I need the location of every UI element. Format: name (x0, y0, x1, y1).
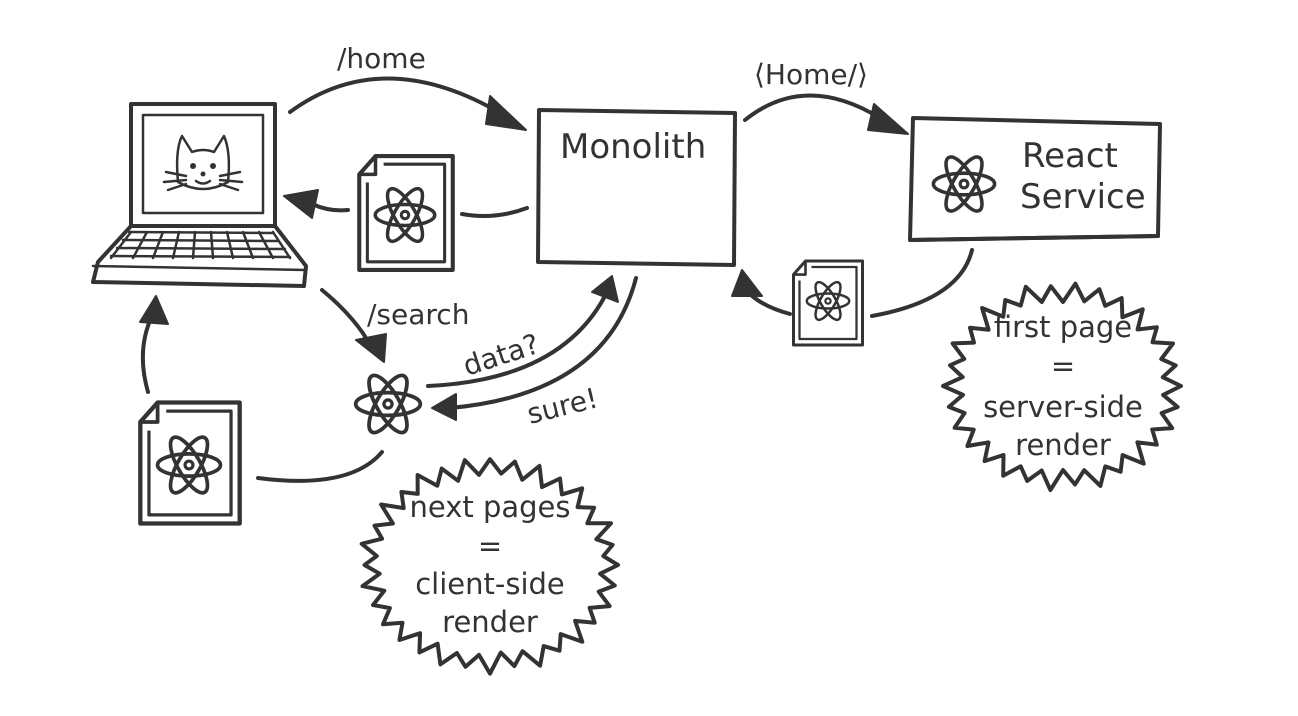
monolith-label: Monolith (560, 127, 706, 167)
home-component-arrow: ⟨Home/⟩ (743, 58, 909, 135)
search-request-arrow: /search (320, 288, 469, 363)
data-request-arrow: data? (426, 275, 619, 388)
client-page-document-icon (140, 403, 239, 524)
react-client-atom-icon (353, 368, 423, 440)
client-side-line2: = (478, 529, 502, 563)
cat-icon (162, 134, 244, 192)
server-side-line3: server-side (983, 390, 1143, 424)
home-request-label: /home (337, 42, 426, 75)
server-side-render-callout: first page = server-side render (941, 281, 1183, 493)
rendered-page-document-icon (359, 156, 453, 270)
server-side-line4: render (1015, 428, 1111, 462)
react-atom-icon (931, 150, 997, 218)
client-side-render-callout: next pages = client-side render (359, 457, 620, 676)
laptop-with-cat-icon (91, 102, 308, 288)
server-side-line1: first page (994, 310, 1132, 344)
ssr-response-arrow (731, 248, 974, 347)
react-service-line2: Service (1020, 177, 1146, 217)
client-side-line4: render (442, 605, 538, 639)
client-render-arrow (140, 295, 384, 524)
react-service-node: React Service (908, 116, 1162, 242)
react-service-line1: React (1022, 136, 1118, 176)
search-request-label: /search (367, 298, 469, 331)
html-response-arrow (283, 156, 529, 270)
home-request-arrow: /home (288, 42, 527, 131)
client-side-line1: next pages (409, 490, 570, 524)
monolith-node: Monolith (536, 108, 737, 267)
home-component-label: ⟨Home/⟩ (754, 58, 868, 91)
ssr-page-document-icon (791, 259, 865, 347)
client-side-line3: client-side (415, 567, 565, 601)
server-side-line2: = (1051, 349, 1075, 383)
